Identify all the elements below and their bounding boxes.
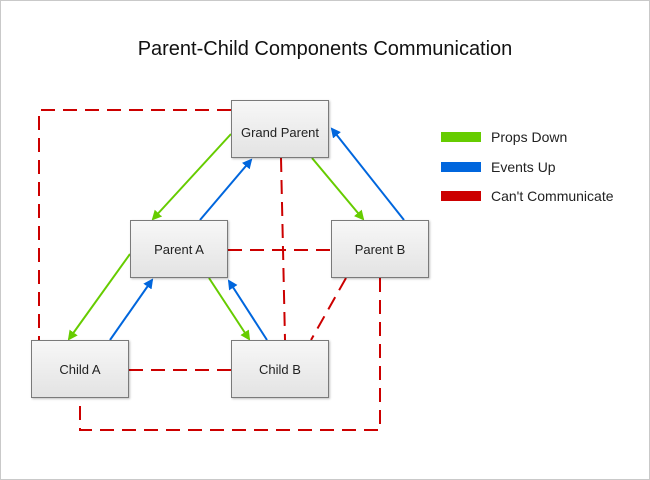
node-grand-parent[interactable]: Grand Parent <box>231 100 329 158</box>
events-parenta-grandparent <box>199 158 253 221</box>
node-label: Parent A <box>154 241 204 257</box>
legend-item-cant-communicate: Can't Communicate <box>441 186 614 206</box>
legend-swatch-red <box>441 191 481 201</box>
node-child-a[interactable]: Child A <box>31 340 129 398</box>
props-parenta-childb <box>208 277 251 341</box>
node-child-b[interactable]: Child B <box>231 340 329 398</box>
node-label: Child A <box>59 361 101 377</box>
events-childa-parenta <box>109 278 154 341</box>
events-up-edges <box>109 127 405 341</box>
legend-swatch-blue <box>441 161 481 172</box>
legend-label: Props Down <box>491 129 568 145</box>
diagram-title: Parent-Child Components Communication <box>137 38 513 60</box>
legend: Props Down Events Up Can't Communicate <box>441 127 614 216</box>
edge-parentb-childb <box>310 277 347 341</box>
edge-parentb-childa <box>79 278 381 431</box>
node-label: Grand Parent <box>240 125 320 140</box>
cant-communicate-edges <box>38 109 381 431</box>
node-label: Parent B <box>354 241 406 257</box>
props-grandparent-parenta <box>151 133 232 221</box>
events-parentb-grandparent <box>330 127 405 221</box>
node-label: Child B <box>259 361 301 377</box>
legend-item-events-up: Events Up <box>441 157 614 177</box>
legend-swatch-green <box>441 132 481 142</box>
node-parent-b[interactable]: Parent B <box>331 220 429 278</box>
props-parenta-childa <box>67 253 131 341</box>
node-parent-a[interactable]: Parent A <box>130 220 228 278</box>
events-childb-parenta <box>227 279 268 341</box>
legend-label: Can't Communicate <box>491 188 614 204</box>
props-grandparent-parentb <box>311 157 365 221</box>
legend-item-props-down: Props Down <box>441 127 614 147</box>
props-down-edges <box>67 133 365 341</box>
legend-label: Events Up <box>491 158 556 175</box>
